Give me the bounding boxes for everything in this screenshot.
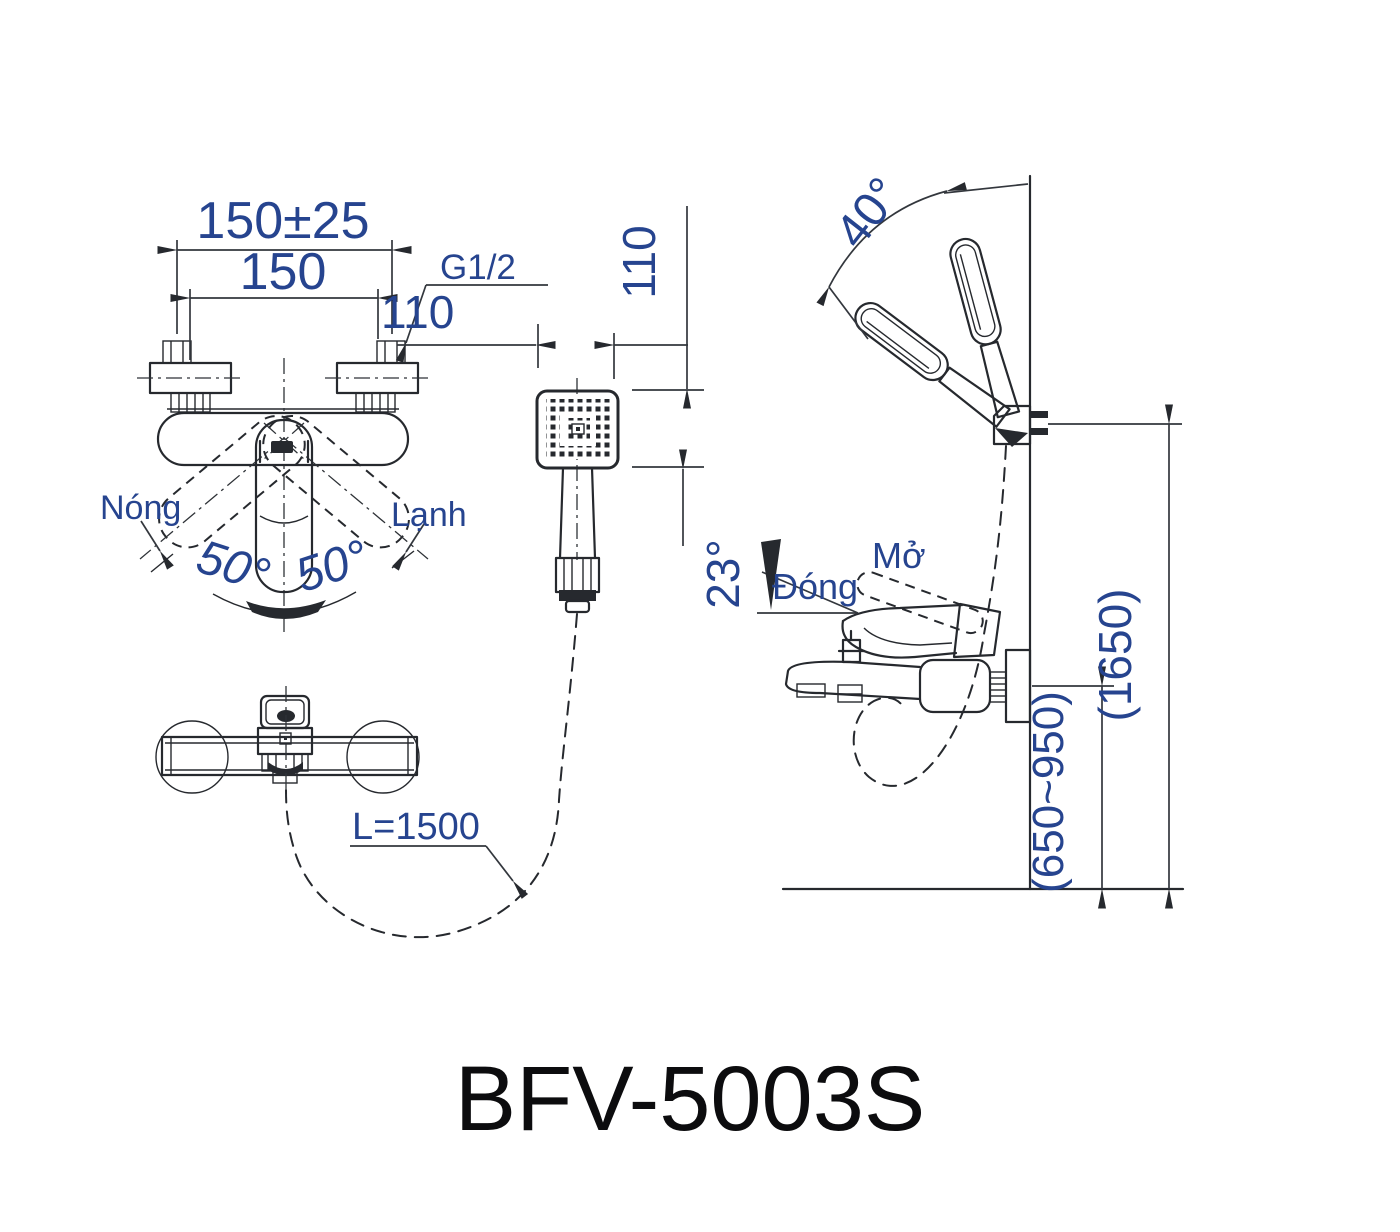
- label-center-tolerance: 150±25: [196, 192, 369, 250]
- bottom-view-faucet: [155, 686, 420, 802]
- label-open: Mở: [872, 535, 926, 576]
- shower-holder: [992, 404, 1048, 447]
- right-escutcheon: [346, 720, 420, 794]
- label-hose-length: L=1500: [352, 806, 480, 848]
- right-wall-fitting: [325, 340, 432, 413]
- bottom-view-spout-module: [256, 694, 314, 784]
- side-lever-open-dashed: [856, 571, 984, 635]
- connector-ridges: [989, 671, 1007, 703]
- label-lever-angle: 23°: [697, 539, 749, 609]
- thread-leader-arrow: [395, 284, 427, 363]
- dim-lever-angle: [757, 539, 859, 614]
- left-wall-fitting: [137, 340, 243, 413]
- hot-end-tick: [150, 553, 174, 573]
- lever-handle: [254, 418, 314, 594]
- label-offset-horizontal: 110: [381, 286, 454, 338]
- label-swing-right: 50°: [289, 530, 374, 603]
- label-close: Đóng: [772, 566, 858, 607]
- diverter-knob: [837, 629, 866, 664]
- label-swing-left: 50°: [190, 530, 275, 603]
- left-escutcheon: [155, 720, 229, 794]
- front-view-faucet: [137, 340, 432, 632]
- side-lever-closed: [841, 602, 1002, 659]
- hot-leader-arrow: [140, 520, 174, 570]
- shower-handle: [558, 466, 597, 560]
- label-overall-height: (1650): [1089, 589, 1141, 722]
- hose-leader-arrow: [485, 845, 529, 899]
- label-cold: Lạnh: [391, 496, 467, 534]
- label-center-distance: 150: [240, 243, 327, 301]
- cold-end-tick: [391, 550, 415, 569]
- mixer-body: [918, 658, 992, 714]
- shower-hose-front: [285, 613, 578, 939]
- model-title: BFV-5003S: [455, 1048, 926, 1150]
- dim-holder-angle: [816, 182, 1029, 340]
- side-view: [757, 174, 1185, 891]
- spray-face-center-dot: [576, 427, 580, 431]
- side-view-faucet: [784, 571, 1032, 724]
- label-offset-vertical: 110: [613, 225, 665, 298]
- dimension-lines: [157, 206, 704, 899]
- shower-hose-side: [852, 445, 1007, 787]
- height-dimensions: [1032, 404, 1182, 909]
- label-hot: Nóng: [100, 489, 181, 527]
- hand-shower-front: [285, 378, 620, 939]
- shower-head: [535, 389, 620, 470]
- label-holder-angle: 40°: [826, 168, 912, 258]
- shower-connector-nut: [554, 556, 601, 614]
- hand-shower-position-tilted: [848, 295, 1014, 432]
- swing-arc-arrow: [246, 600, 326, 619]
- spout: [784, 660, 922, 703]
- cold-leader-arrow: [392, 523, 425, 571]
- label-install-height: (650~950): [1024, 691, 1073, 893]
- label-thread-size: G1/2: [440, 248, 516, 287]
- faucet-body: [156, 411, 410, 467]
